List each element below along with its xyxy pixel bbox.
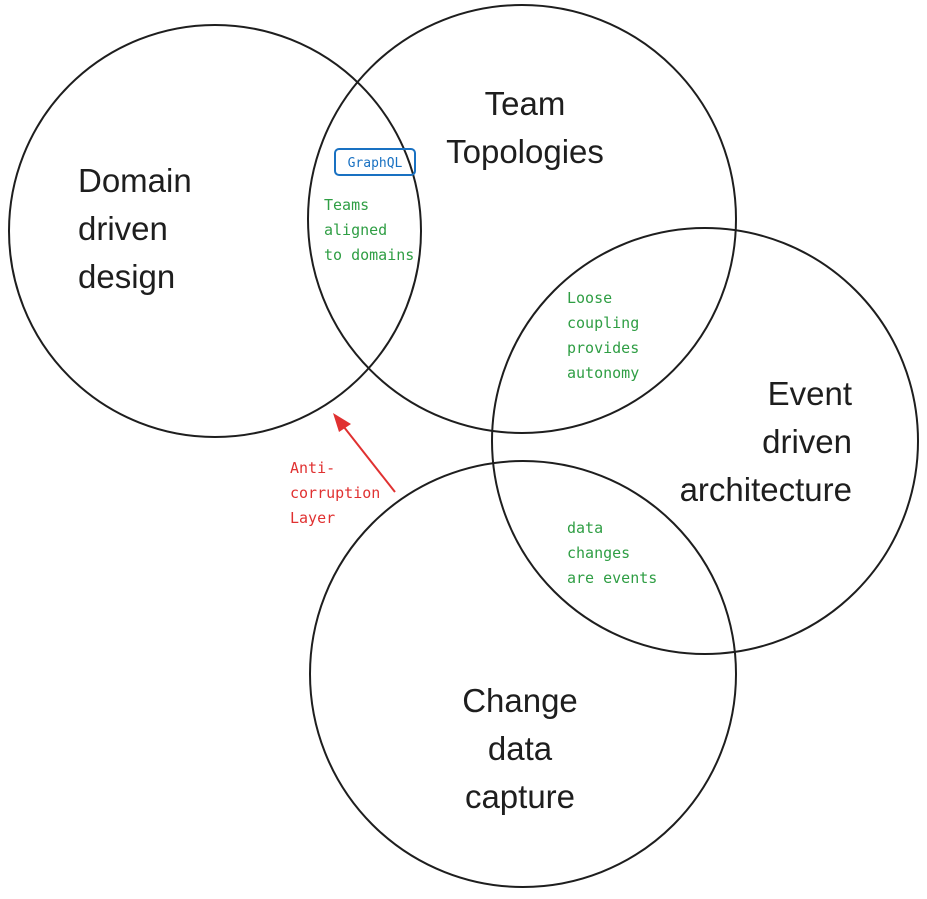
label-change-data-capture: Change data capture [462,682,578,815]
label-event-driven-architecture: Event driven architecture [679,375,852,508]
circle-domain-driven-design [8,24,422,438]
circle-team-topologies [307,4,737,434]
acl-arrow [333,413,396,493]
graphql-tag: GraphQL [334,148,416,176]
note-loose-coupling: Loose coupling provides autonomy [567,289,640,382]
note-data-changes: data changes are events [567,519,658,587]
circle-change-data-capture [309,460,737,888]
label-domain-driven-design: Domain driven design [78,162,192,295]
note-anti-corruption-layer: Anti- corruption Layer [290,459,381,527]
note-teams-aligned: Teams aligned to domains [324,196,415,264]
label-team-topologies: Team Topologies [446,85,604,170]
circle-event-driven-architecture [491,227,919,655]
